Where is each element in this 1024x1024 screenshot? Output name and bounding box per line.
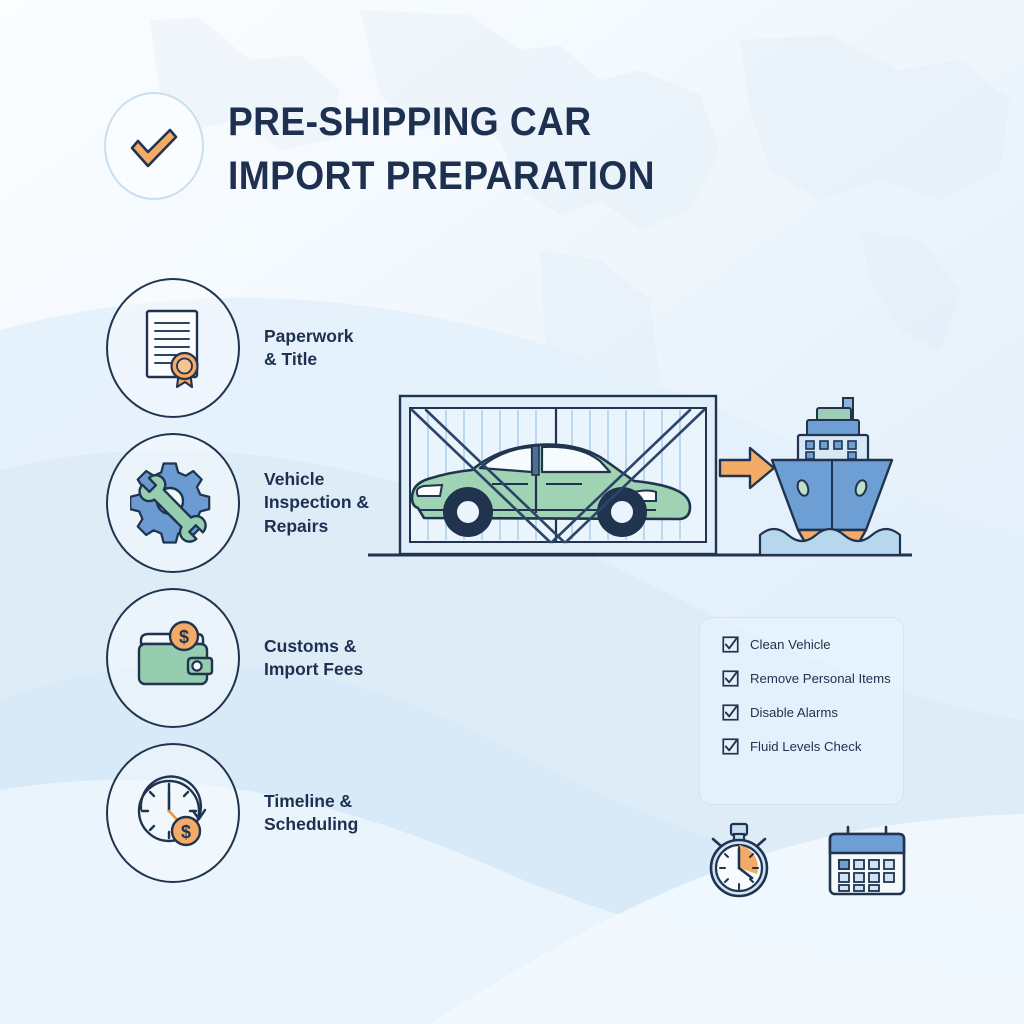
wallet-coin-icon: $	[137, 620, 214, 686]
step-customs-import-fees[interactable]: $ Customs & Import Fees	[106, 588, 369, 728]
step-vehicle-inspection-repairs[interactable]: Vehicle Inspection & Repairs	[106, 433, 370, 573]
checkbox-checked-icon[interactable]	[722, 670, 739, 687]
checklist-item[interactable]: Remove Personal Items	[722, 670, 903, 687]
cargo-ship-icon	[758, 397, 902, 557]
page-title: PRE-SHIPPING CAR IMPORT PREPARATION	[228, 100, 655, 198]
checklist-label: Fluid Levels Check	[750, 739, 862, 754]
step-label: Customs & Import Fees	[264, 635, 364, 679]
steps-list: Paperwork & Title Vehicle Inspection & R…	[106, 278, 370, 883]
step-icon-wrap	[106, 278, 240, 418]
checklist-label: Clean Vehicle	[750, 637, 831, 652]
step-timeline-scheduling[interactable]: $ Timeline & Scheduling	[106, 743, 369, 883]
checklist-item[interactable]: Clean Vehicle	[722, 636, 903, 653]
bottom-icon-row	[700, 822, 908, 900]
document-certificate-icon	[145, 309, 199, 389]
checklist-item[interactable]: Disable Alarms	[722, 704, 903, 721]
stopwatch-icon	[709, 822, 769, 898]
step-icon-wrap: $	[106, 588, 240, 728]
checkbox-checked-icon[interactable]	[722, 738, 739, 755]
checkbox-checked-icon[interactable]	[722, 636, 739, 653]
right-arrow-icon	[718, 446, 776, 490]
preparation-checklist: Clean Vehicle Remove Personal Items Disa…	[699, 617, 904, 805]
clock-coin-icon: $	[137, 775, 207, 847]
checklist-label: Disable Alarms	[750, 705, 838, 720]
calendar-icon	[828, 825, 906, 896]
logo-badge	[104, 92, 204, 200]
checklist-item[interactable]: Fluid Levels Check	[722, 738, 903, 755]
step-icon-wrap: $	[106, 743, 240, 883]
step-label: Paperwork & Title	[264, 325, 354, 369]
svg-text:$: $	[181, 822, 191, 842]
gear-wrench-icon	[130, 462, 211, 544]
step-label: Vehicle Inspection & Repairs	[264, 469, 370, 536]
checkmark-icon	[130, 128, 178, 168]
step-label: Timeline & Scheduling	[264, 790, 359, 834]
header: PRE-SHIPPING CAR IMPORT PREPARATION	[104, 92, 788, 203]
checklist-label: Remove Personal Items	[750, 671, 891, 686]
svg-text:$: $	[179, 627, 189, 647]
step-paperwork-title[interactable]: Paperwork & Title	[106, 278, 369, 418]
checkbox-checked-icon[interactable]	[722, 704, 739, 721]
shipping-illustration	[360, 380, 920, 585]
title-wrap: PRE-SHIPPING CAR IMPORT PREPARATION	[228, 92, 788, 203]
step-icon-wrap	[106, 433, 240, 573]
